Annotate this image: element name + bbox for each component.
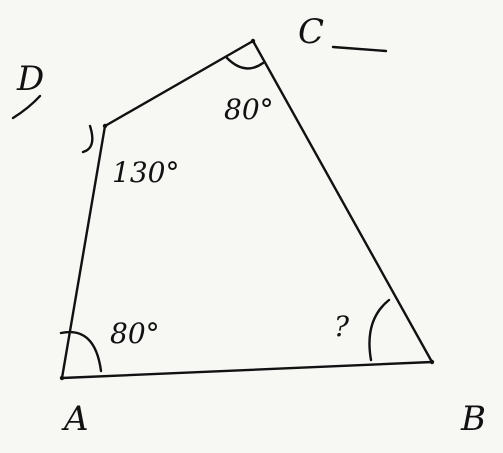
vertex-label-d: D [16,59,44,99]
angle-arc-a [59,330,103,373]
angle-label-d: 130° [112,156,179,189]
angle-arc-c [225,56,265,70]
angle-arc-d [81,124,94,154]
angle-label-b: ? [334,310,350,343]
vertex-dot-c [250,38,256,44]
vertex-dot-b [429,359,435,365]
angle-label-c: 80° [224,93,274,126]
angle-arc-b [368,298,391,362]
angle-label-a: 80° [110,317,160,350]
vertex-dot-a [59,375,65,381]
vertex-label-b: B [460,399,486,439]
vertex-label-c: C [298,12,324,52]
vertex-label-a: A [61,399,89,439]
label-d-tail [11,94,42,120]
vertex-dot-d [102,123,108,129]
label-c-tail [331,45,388,53]
